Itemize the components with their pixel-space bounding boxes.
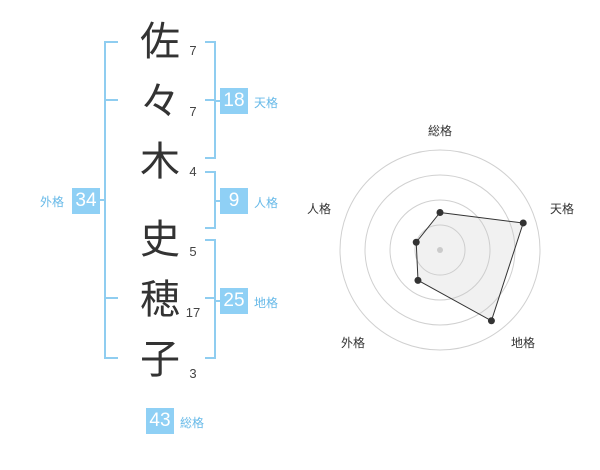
tenkaku-label: 天格 <box>254 96 279 110</box>
axis-label-gaikaku: 外格 <box>341 336 366 350</box>
radar-grid <box>339 149 541 351</box>
radar-ring <box>364 174 516 326</box>
axis-label-tenkaku: 天格 <box>550 202 575 216</box>
radar-ring <box>414 224 466 276</box>
tenkaku-badge: 18 <box>220 88 248 114</box>
stroke-count-3: 4 <box>189 164 197 179</box>
stroke-count-1: 7 <box>189 43 197 58</box>
stroke-count-4: 5 <box>189 244 197 259</box>
axis-label-jinkaku: 人格 <box>307 202 332 216</box>
name-char-5: 穂 <box>140 277 180 323</box>
soukaku-label: 総格 <box>180 416 205 430</box>
name-char-2: 々 <box>140 79 180 125</box>
jinkaku-label: 人格 <box>254 196 279 210</box>
stroke-count-5: 17 <box>185 305 201 320</box>
radar-point <box>487 317 495 325</box>
radar-point <box>436 209 444 216</box>
radar-point <box>414 276 422 284</box>
name-char-6: 子 <box>140 337 180 383</box>
chikaku-badge: 25 <box>220 288 248 314</box>
radar-point <box>412 238 420 246</box>
stroke-count-2: 7 <box>189 104 197 119</box>
gaikaku-badge: 34 <box>72 188 100 214</box>
gaikaku-label: 外格 <box>40 195 65 209</box>
soukaku-badge: 43 <box>146 408 174 434</box>
radar-points <box>412 209 527 325</box>
name-char-3: 木 <box>140 139 180 185</box>
radar-ring <box>389 199 491 301</box>
name-char-4: 史 <box>140 217 180 263</box>
chikaku-label: 地格 <box>254 296 279 310</box>
radar-point <box>519 219 527 227</box>
radar-center <box>437 247 443 253</box>
axis-label-chikaku: 地格 <box>511 336 536 350</box>
radar-series-polygon <box>415 211 524 322</box>
jinkaku-badge: 9 <box>220 188 248 214</box>
axis-label-soukaku: 総格 <box>428 124 453 138</box>
name-char-1: 佐 <box>140 19 180 65</box>
stroke-count-6: 3 <box>189 366 197 381</box>
radar-ring <box>339 149 541 351</box>
